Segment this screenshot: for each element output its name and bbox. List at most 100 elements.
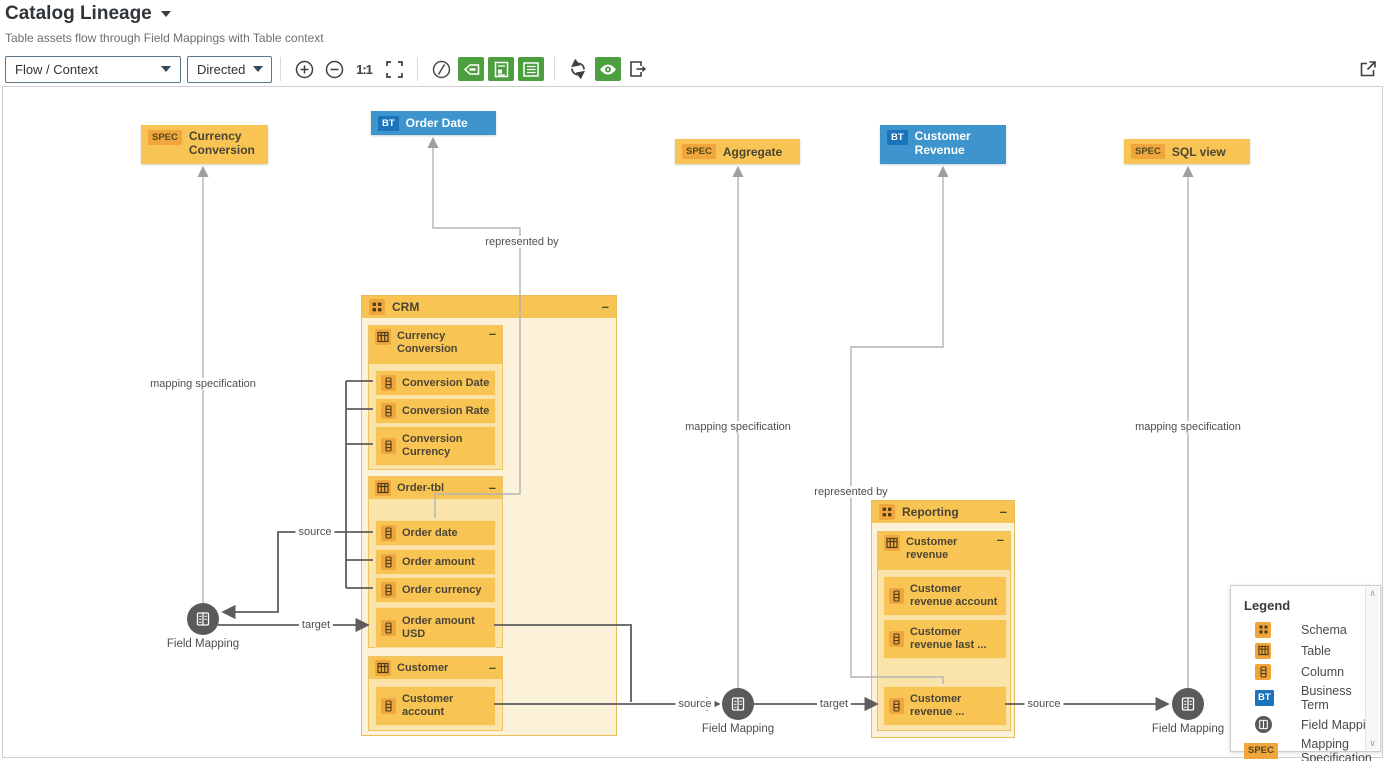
column-icon	[381, 403, 396, 419]
field-mapping-label: Field Mapping	[166, 638, 240, 650]
edge-label-represented-by: represented by	[482, 236, 562, 248]
legend-panel: Legend Schema Table Column BT Business T…	[1230, 585, 1381, 761]
column-icon	[381, 525, 396, 541]
column-node[interactable]: Customer account	[375, 686, 496, 726]
column-label: Conversion Currency	[402, 433, 463, 458]
column-label: Conversion Rate	[402, 404, 490, 417]
business-term-node-customer-revenue[interactable]: BT Customer Revenue	[880, 125, 1006, 164]
collapse-button[interactable]: –	[488, 660, 496, 675]
business-term-node-order-date[interactable]: BT Order Date	[371, 111, 496, 135]
column-node[interactable]: Customer revenue account	[883, 576, 1007, 616]
visibility-button[interactable]	[595, 57, 621, 81]
column-icon	[889, 588, 904, 604]
node-label: Customer Revenue	[914, 129, 971, 157]
bt-badge: BT	[378, 115, 399, 131]
column-node[interactable]: Order amount USD	[375, 607, 496, 648]
table-node-customer[interactable]: Customer – Customer account	[368, 656, 503, 731]
legend-scrollbar[interactable]: ∧ ∨	[1365, 587, 1379, 750]
collapse-button[interactable]: –	[488, 480, 496, 495]
show-labels-button[interactable]	[458, 57, 484, 81]
column-label: Order date	[402, 526, 458, 539]
toolbar-separator	[417, 57, 418, 81]
node-label: Currency Conversion	[188, 129, 255, 157]
schema-group-crm[interactable]: CRM – Currency Conversion – Conversion D…	[361, 295, 617, 736]
table-header[interactable]: Customer revenue –	[878, 532, 1010, 570]
report-icon	[494, 61, 508, 77]
zoom-out-button[interactable]	[321, 57, 347, 81]
column-node[interactable]: Customer revenue last ...	[883, 619, 1007, 659]
title-dropdown-caret-icon[interactable]	[160, 11, 171, 17]
field-mapping-node[interactable]	[1172, 688, 1204, 720]
field-mapping-node[interactable]	[187, 603, 219, 635]
show-preview-button[interactable]	[488, 57, 514, 81]
table-node-customer-revenue[interactable]: Customer revenue – Customer revenue acco…	[877, 531, 1011, 731]
column-node[interactable]: Order date	[375, 520, 496, 546]
legend-label: Table	[1301, 643, 1331, 658]
page-title: Catalog Lineage	[5, 3, 152, 24]
edge-label-source: source	[1024, 698, 1064, 710]
zoom-out-icon	[325, 60, 343, 78]
column-node[interactable]: Conversion Currency	[375, 426, 496, 466]
collapse-button[interactable]: –	[999, 504, 1007, 519]
field-mapping-icon	[196, 612, 210, 626]
table-icon	[884, 535, 900, 551]
toolbar-separator	[280, 57, 281, 81]
legend-label: Mapping Specification	[1301, 737, 1372, 761]
table-header[interactable]: Customer –	[369, 657, 502, 679]
legend-item: SPEC Mapping Specification	[1244, 737, 1380, 761]
spec-badge: SPEC	[148, 130, 182, 145]
show-list-button[interactable]	[518, 57, 544, 81]
column-node[interactable]: Conversion Rate	[375, 398, 496, 424]
edge-label-source: source	[675, 698, 715, 710]
spec-badge: SPEC	[682, 144, 716, 159]
column-node[interactable]: Customer revenue ...	[883, 686, 1007, 726]
list-icon	[523, 61, 539, 77]
field-mapping-label: Field Mapping	[1151, 723, 1225, 735]
fit-to-screen-button[interactable]	[381, 57, 407, 81]
export-icon	[629, 61, 646, 77]
legend-title: Legend	[1244, 598, 1291, 613]
table-node-order-tbl[interactable]: Order-tbl – Order date Order amount Orde…	[368, 476, 503, 648]
table-label: Order-tbl	[397, 481, 445, 494]
column-label: Conversion Date	[402, 376, 490, 389]
scroll-down-icon[interactable]: ∨	[1369, 738, 1376, 748]
column-node[interactable]: Order amount	[375, 549, 496, 575]
column-icon	[889, 631, 904, 647]
clear-overlays-button[interactable]	[428, 57, 454, 81]
open-in-new-window-button[interactable]	[1356, 57, 1380, 81]
eye-icon	[600, 64, 616, 74]
field-mapping-icon	[731, 697, 745, 711]
bt-badge: BT	[887, 130, 908, 145]
export-button[interactable]	[625, 57, 651, 81]
scroll-up-icon[interactable]: ∧	[1369, 588, 1376, 598]
lineage-canvas[interactable]: CRM – Currency Conversion – Conversion D…	[2, 86, 1383, 761]
collapse-button[interactable]: –	[996, 532, 1004, 547]
refresh-button[interactable]	[565, 57, 591, 81]
mapping-spec-node-currency-conversion[interactable]: SPEC Currency Conversion	[141, 125, 268, 164]
table-label: Customer	[397, 661, 449, 674]
column-icon	[381, 554, 396, 570]
page-subtitle: Table assets flow through Field Mappings…	[5, 31, 324, 45]
field-mapping-node[interactable]	[722, 688, 754, 720]
collapse-button[interactable]: –	[488, 326, 496, 341]
zoom-in-button[interactable]	[291, 57, 317, 81]
table-header[interactable]: Currency Conversion –	[369, 326, 502, 364]
table-label: Customer revenue	[906, 536, 958, 561]
legend-item: BT Business Term	[1255, 684, 1380, 712]
schema-group-header[interactable]: Reporting –	[872, 501, 1014, 523]
schema-icon	[1255, 621, 1271, 638]
clear-icon	[432, 60, 450, 78]
direction-select[interactable]: Directed	[187, 55, 272, 83]
schema-group-reporting[interactable]: Reporting – Customer revenue – Customer …	[871, 500, 1015, 738]
collapse-button[interactable]: –	[601, 299, 609, 314]
table-node-currency-conversion[interactable]: Currency Conversion – Conversion Date Co…	[368, 325, 503, 470]
column-node[interactable]: Conversion Date	[375, 370, 496, 396]
mapping-spec-node-sql-view[interactable]: SPEC SQL view	[1124, 139, 1250, 164]
mapping-spec-node-aggregate[interactable]: SPEC Aggregate	[675, 139, 800, 164]
node-label: Order Date	[405, 116, 468, 130]
actual-size-button[interactable]: 1:1	[351, 57, 377, 81]
view-mode-select[interactable]: Flow / Context	[5, 55, 181, 83]
column-node[interactable]: Order currency	[375, 577, 496, 603]
schema-group-header[interactable]: CRM –	[362, 296, 616, 318]
edge-source	[221, 531, 346, 620]
